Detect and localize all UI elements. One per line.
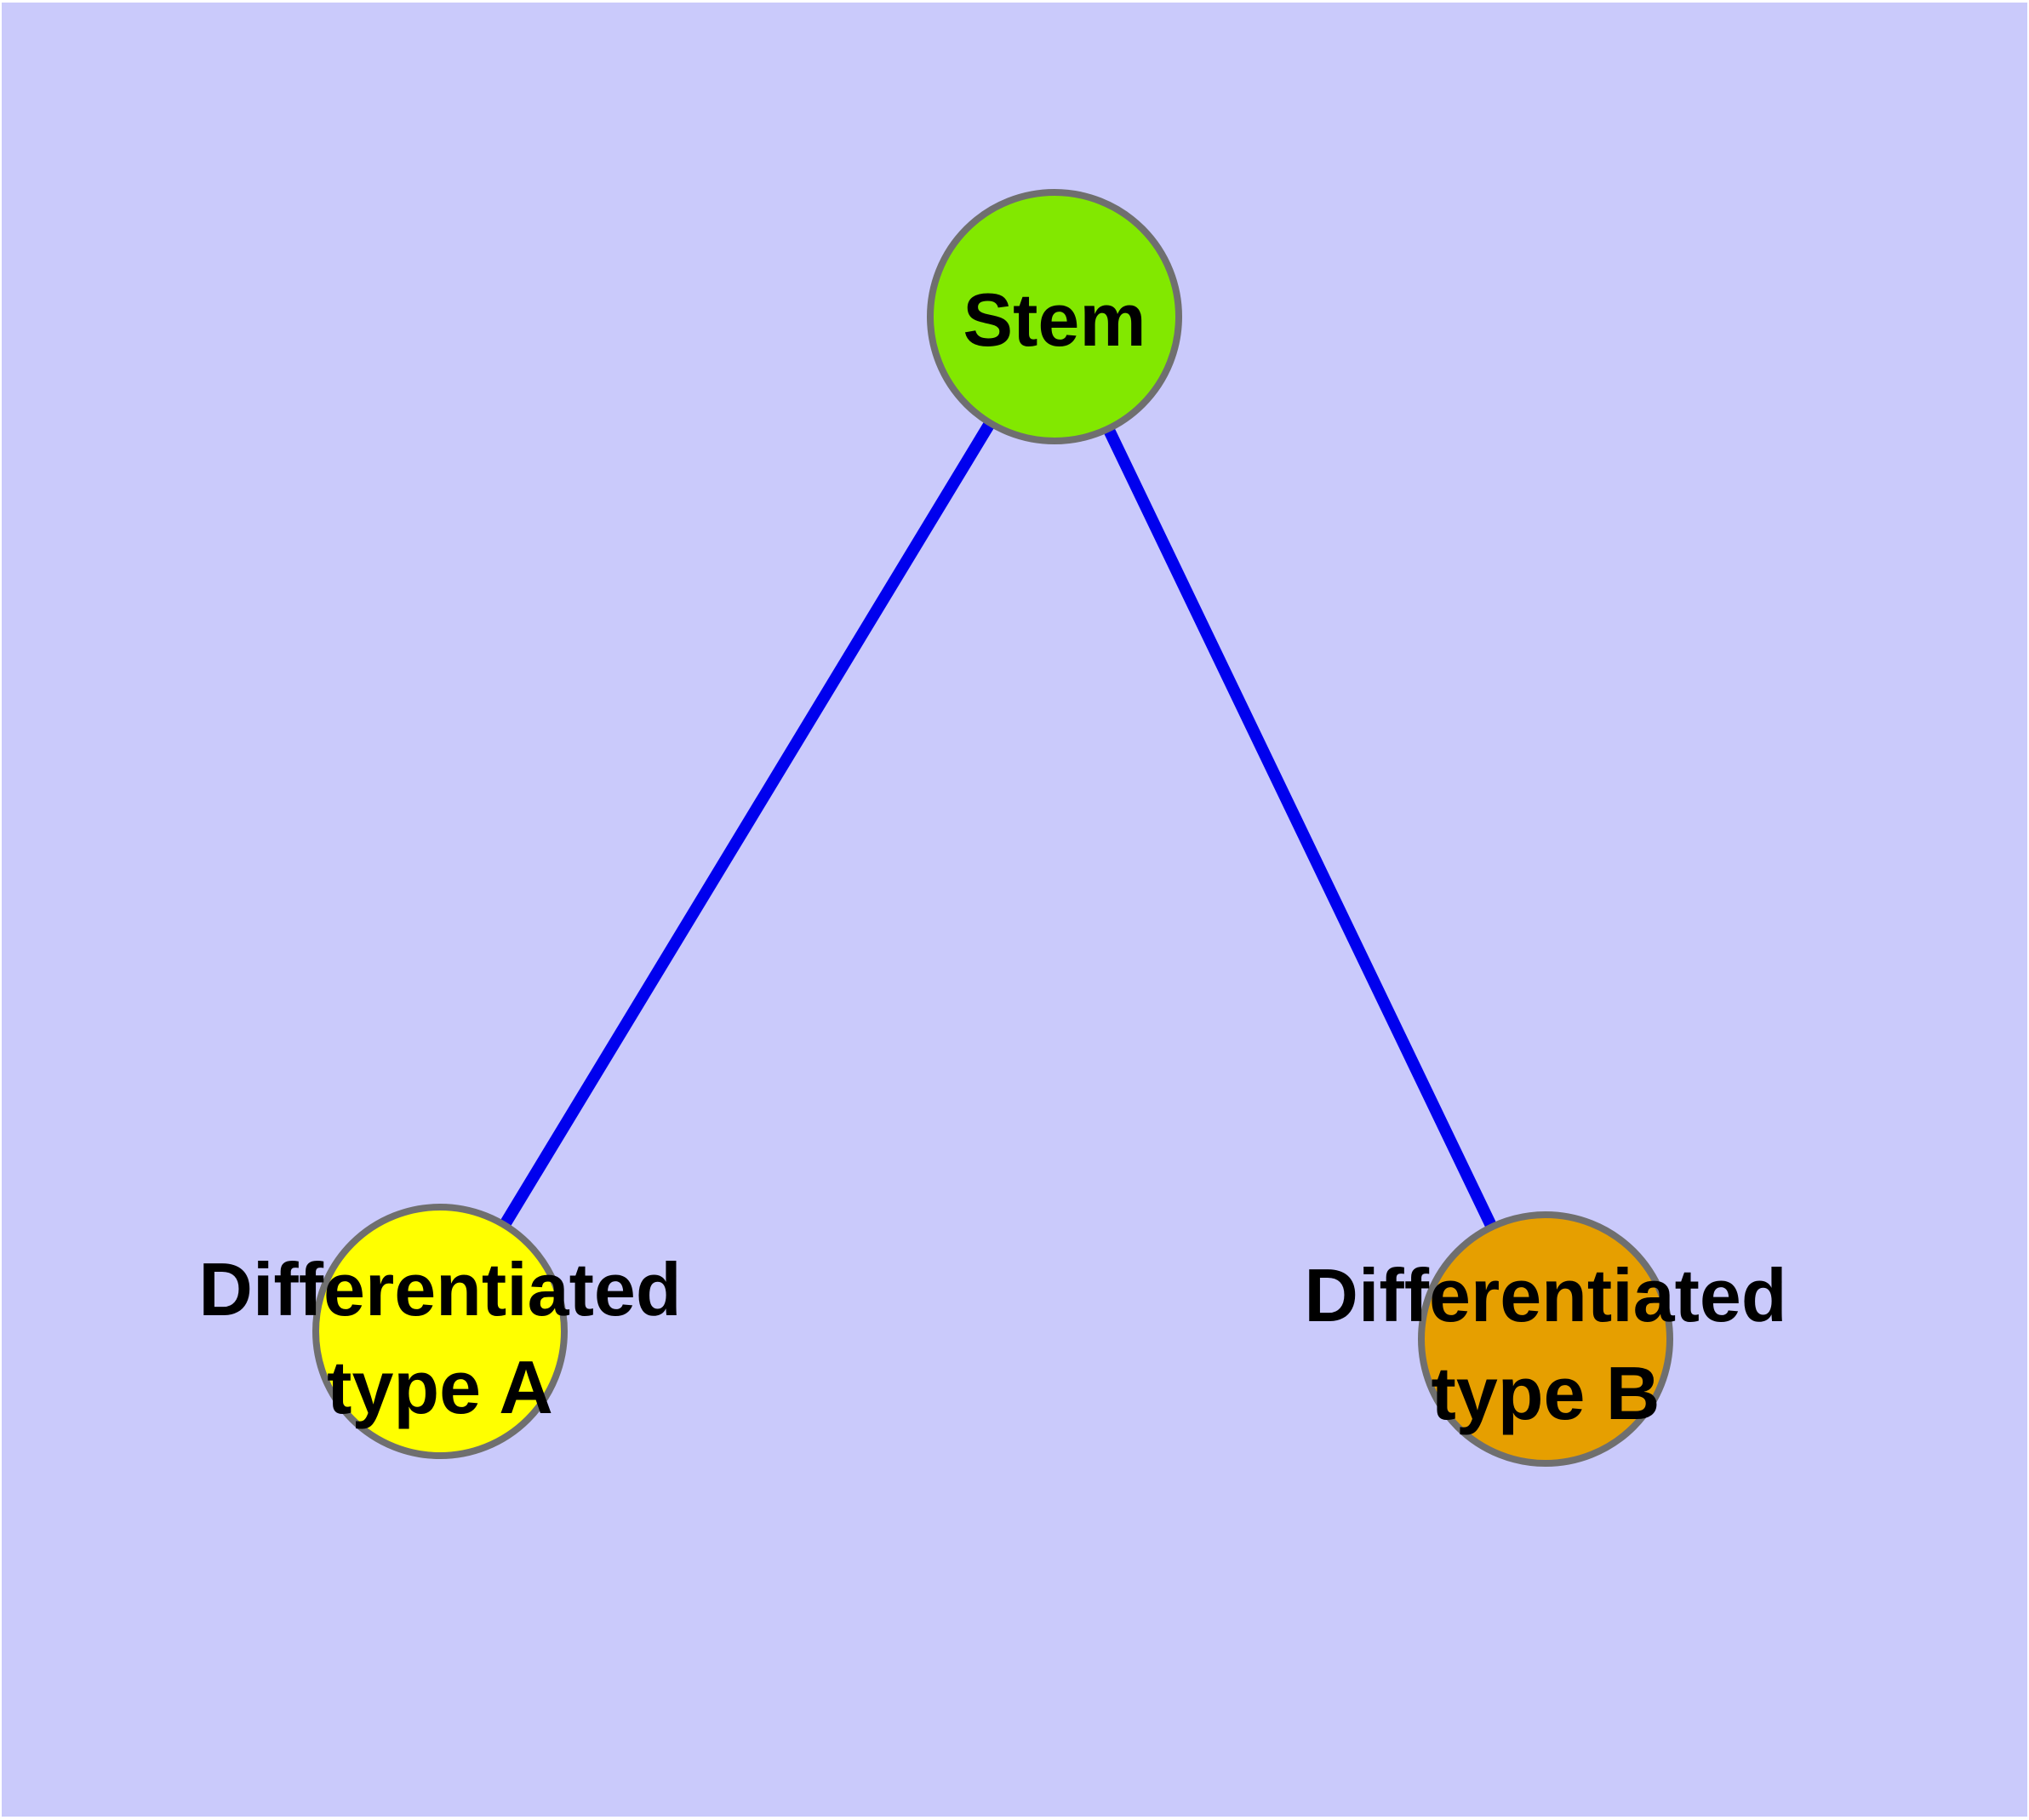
type-a-node xyxy=(312,1204,568,1459)
edge-stem-to-type-a xyxy=(435,313,1060,1335)
stem-node xyxy=(927,189,1182,444)
type-a-label-line1: Differentiated xyxy=(198,1247,681,1331)
type-a-label-line2: type A xyxy=(327,1345,553,1429)
edge-stem-to-type-b xyxy=(1049,313,1552,1342)
stem-node-label: Stem xyxy=(963,278,1146,362)
type-b-label-line1: Differentiated xyxy=(1304,1253,1786,1337)
type-b-label-line2: type B xyxy=(1432,1351,1660,1435)
type-b-node xyxy=(1418,1211,1673,1467)
